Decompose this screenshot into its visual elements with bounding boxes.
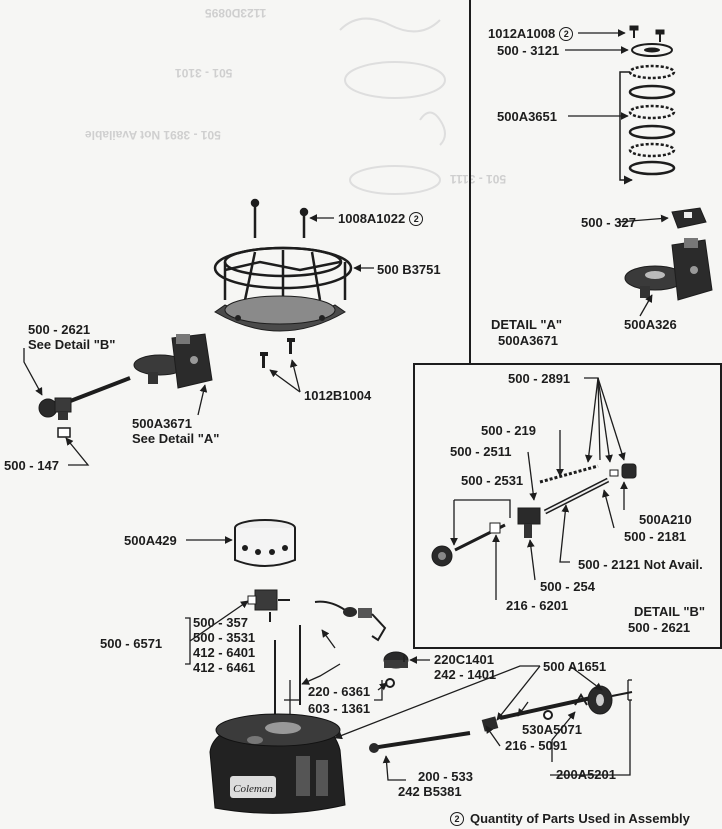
pump-plunger	[369, 731, 471, 753]
generator-assembly	[38, 376, 131, 420]
label-500a3651: 500A3651	[497, 109, 557, 124]
label-see-detail-a: See Detail "A"	[132, 431, 220, 446]
pump-rod-412-6461	[274, 625, 301, 720]
nut-500-147	[57, 427, 71, 438]
frame-bolts	[250, 198, 309, 238]
qty-two-marker: 2	[559, 27, 574, 41]
label-216-6201: 216 - 6201	[506, 598, 569, 613]
label-200-533: 200 - 533	[418, 769, 473, 784]
qty-two-marker: 2	[409, 212, 424, 226]
detail-a-screws	[629, 25, 665, 42]
label-412-6401: 412 - 6401	[193, 645, 256, 660]
label-500-327: 500 - 327	[581, 215, 636, 230]
label-500a3671: 500A3671	[132, 416, 192, 431]
fuel-tank: Coleman	[209, 713, 346, 814]
label-500-147: 500 - 147	[4, 458, 59, 473]
label-500a326: 500A326	[624, 317, 677, 332]
label-216-5091: 216 - 5091	[505, 738, 568, 753]
label-200a5201: 200A5201	[556, 767, 616, 782]
detail-b-tube	[543, 477, 610, 515]
detail-a-part: 500A3671	[498, 333, 558, 348]
label-500-357: 500 - 357	[193, 615, 248, 630]
label-500-2511: 500 - 2511	[450, 444, 512, 459]
detail-a-clip	[671, 207, 707, 229]
detail-a-divider	[469, 0, 471, 364]
label-500-2891: 500 - 2891	[508, 371, 571, 386]
label-see-detail-b: See Detail "B"	[28, 337, 116, 352]
label-500a429: 500A429	[124, 533, 177, 548]
label-500a210: 500A210	[639, 512, 692, 527]
pump-cap-220c1401	[383, 651, 409, 688]
label-500-2121: 500 - 2121 Not Avail.	[578, 557, 703, 572]
detail-a-top-washer	[631, 43, 673, 57]
detail-b-cleaning-rod	[539, 464, 599, 484]
ghost-drawings	[339, 17, 446, 195]
valve-assembly-500-6571	[247, 589, 290, 622]
small-screws	[260, 338, 295, 368]
coleman-logo: Coleman	[233, 783, 273, 795]
label-500-219: 500 - 219	[481, 423, 536, 438]
label-242b5381: 242 B5381	[398, 784, 462, 799]
label-500-2531: 500 - 2531	[461, 473, 524, 488]
qty-two-marker: 2	[450, 812, 464, 826]
detail-a-title: DETAIL "A"	[491, 317, 563, 332]
label-500a1651: 500 A1651	[543, 659, 607, 674]
valve-stem-wire	[314, 600, 387, 642]
label-500-6571: 500 - 6571	[100, 636, 163, 651]
valve-body-500a3671	[133, 333, 213, 389]
burner-frame	[213, 246, 353, 302]
leader-lines	[23, 29, 669, 781]
detail-b-tip	[609, 463, 637, 479]
label-220-6361: 220 - 6361	[308, 684, 371, 699]
detail-b-frame	[413, 363, 722, 649]
label-412-6461: 412 - 6461	[193, 660, 256, 675]
detail-b-needle-assembly	[431, 507, 541, 567]
label-500b3751: 500 B3751	[377, 262, 441, 277]
detail-b-title: DETAIL "B"	[634, 604, 706, 619]
burner-base-plate	[214, 295, 346, 332]
label-242-1401: 242 - 1401	[434, 667, 497, 682]
detail-a-screen-stack	[628, 64, 676, 176]
label-500-3121: 500 - 3121	[497, 43, 560, 58]
label-500-2621: 500 - 2621	[28, 322, 91, 337]
label-220c1401: 220C1401	[434, 652, 494, 667]
label-530a5071: 530A5071	[522, 722, 582, 737]
label-500-2181: 500 - 2181	[624, 529, 687, 544]
label-500-254: 500 - 254	[540, 579, 595, 594]
label-603-1361: 603 - 1361	[308, 701, 371, 716]
heat-shield-500a429	[234, 519, 296, 567]
label-500-3531: 500 - 3531	[193, 630, 256, 645]
label-1012b1004: 1012B1004	[304, 388, 372, 403]
detail-a-valve-body	[624, 238, 713, 301]
detail-b-part: 500 - 2621	[628, 620, 691, 635]
